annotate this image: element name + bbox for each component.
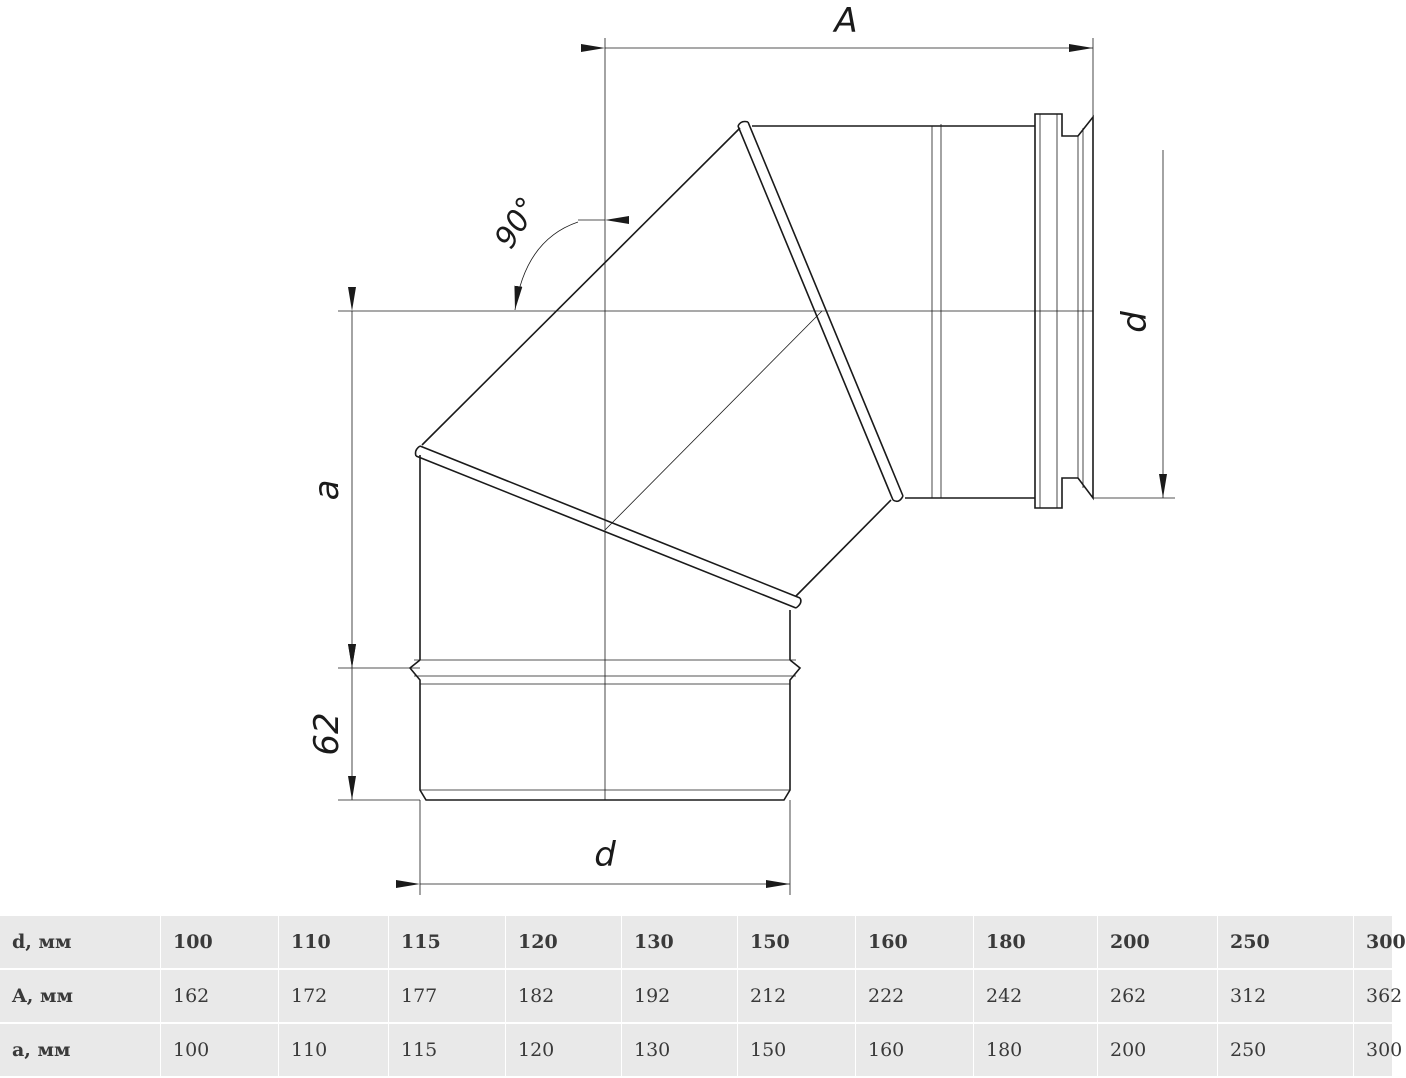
table-cell: 130 (622, 916, 738, 970)
table-cell: 100 (161, 916, 279, 970)
table-cell: 362 (1354, 970, 1402, 1024)
table-cell: 250 (1218, 916, 1354, 970)
label-62: 62 (307, 712, 347, 755)
table-cell: 100 (161, 1024, 279, 1078)
row-header: d, мм (0, 916, 161, 970)
table-cell: 115 (389, 916, 506, 970)
label-a: a (307, 480, 347, 501)
table-cell: 192 (622, 970, 738, 1024)
table-cell: 120 (506, 916, 622, 970)
table-cell: 300 (1354, 916, 1406, 970)
table-cell: 177 (389, 970, 506, 1024)
table-cell: 312 (1218, 970, 1354, 1024)
elbow-body (408, 113, 1094, 801)
label-angle: 90° (488, 191, 546, 255)
table-cell: 242 (974, 970, 1098, 1024)
table-cell: 200 (1098, 1024, 1218, 1078)
table-cell: 300 (1354, 1024, 1402, 1078)
table-cell: 110 (279, 1024, 389, 1078)
table-cell: 150 (738, 1024, 856, 1078)
construction-lines (338, 38, 1175, 895)
table-cell: 262 (1098, 970, 1218, 1024)
dimension-labels: A d a 62 d 90° (307, 1, 1155, 875)
table-cell: 115 (389, 1024, 506, 1078)
table-cell: 212 (738, 970, 856, 1024)
table-cell: 250 (1218, 1024, 1354, 1078)
table-cell: 160 (856, 1024, 974, 1078)
label-d-bottom: d (594, 835, 616, 875)
table-cell: 172 (279, 970, 389, 1024)
table-cell: 160 (856, 916, 974, 970)
elbow-technical-drawing: A d a 62 d 90° (307, 1, 1175, 895)
table-cell: 180 (974, 1024, 1098, 1078)
table-cell: 120 (506, 1024, 622, 1078)
label-d-right: d (1115, 311, 1155, 333)
table-cell: 222 (856, 970, 974, 1024)
table-cell: 182 (506, 970, 622, 1024)
row-header: A, мм (0, 970, 161, 1024)
table-cell: 180 (974, 916, 1098, 970)
table-cell: 162 (161, 970, 279, 1024)
label-A: A (832, 1, 857, 41)
table-cell: 150 (738, 916, 856, 970)
table-cell: 200 (1098, 916, 1218, 970)
table-cell: 130 (622, 1024, 738, 1078)
table-cell: 110 (279, 916, 389, 970)
row-header: a, мм (0, 1024, 161, 1078)
dimension-lines (348, 44, 1167, 888)
